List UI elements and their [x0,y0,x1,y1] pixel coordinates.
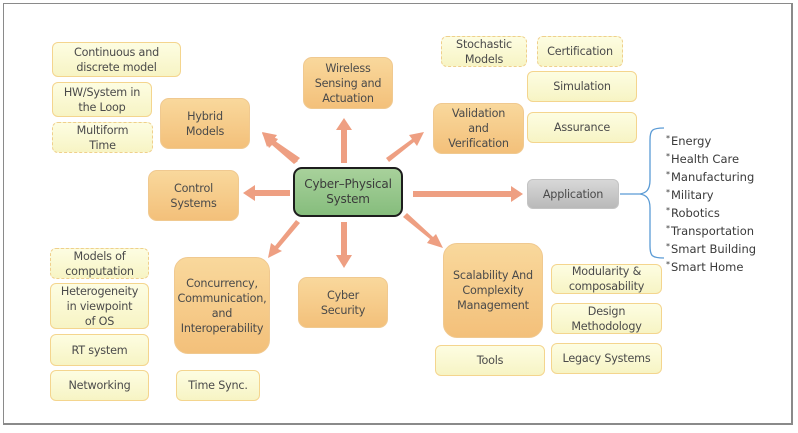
node-hw-system-in-loop: HW/System in the Loop [52,82,152,117]
node-cyber-physical-system: Cyber–Physical System [293,167,403,217]
arrow-to-concurrency [268,220,300,258]
node-multiform-time: Multiform Time [52,122,153,153]
arrow-to-control [243,185,290,201]
node-validation-verification: Validation and Verification [433,103,524,154]
arrow-to-application [413,186,523,202]
node-heterogeneity-os: Heterogeneity in viewpoint of OS [50,283,149,329]
node-control-systems: Control Systems [148,170,239,221]
application-item: *Robotics [666,206,720,220]
node-cyber-security: Cyber Security [298,277,388,328]
node-hybrid-models: Hybrid Models [160,98,250,149]
node-tools: Tools [435,345,545,376]
node-modularity: Modularity & composability [551,264,662,294]
application-item: *Smart Home [666,260,744,274]
node-scalability: Scalability And Complexity Management [443,243,543,338]
node-continuous-discrete-model: Continuous and discrete model [52,42,181,77]
node-concurrency: Concurrency, Communication, and Interope… [174,257,270,354]
arrow-to-hybrid-head [262,133,298,164]
node-networking: Networking [50,370,149,401]
application-item: *Transportation [666,224,755,238]
node-application: Application [527,179,619,209]
node-assurance: Assurance [527,112,637,143]
node-wireless-sensing: Wireless Sensing and Actuation [303,57,393,109]
application-list: *Energy *Health Care *Manufacturing *Mil… [666,131,756,275]
node-time-sync: Time Sync. [176,370,260,401]
node-certification: Certification [537,36,623,67]
node-design-methodology: Design Methodology [551,303,662,334]
application-item: *Manufacturing [666,170,755,184]
node-simulation: Simulation [527,71,637,102]
node-rt-system: RT system [50,334,149,366]
application-bracket [620,127,665,259]
arrow-to-cyber-security [336,222,352,268]
node-legacy-systems: Legacy Systems [551,343,662,374]
node-stochastic-models: Stochastic Models [441,36,527,67]
application-item: *Smart Building [666,242,757,256]
application-item: *Health Care [666,152,740,166]
node-models-of-computation: Models of computation [50,248,149,279]
arrow-to-validation [386,132,424,162]
arrow-to-wireless [336,118,352,163]
application-item: *Military [666,188,714,202]
application-item: *Energy [666,134,712,148]
arrow-to-scalability [403,213,443,248]
